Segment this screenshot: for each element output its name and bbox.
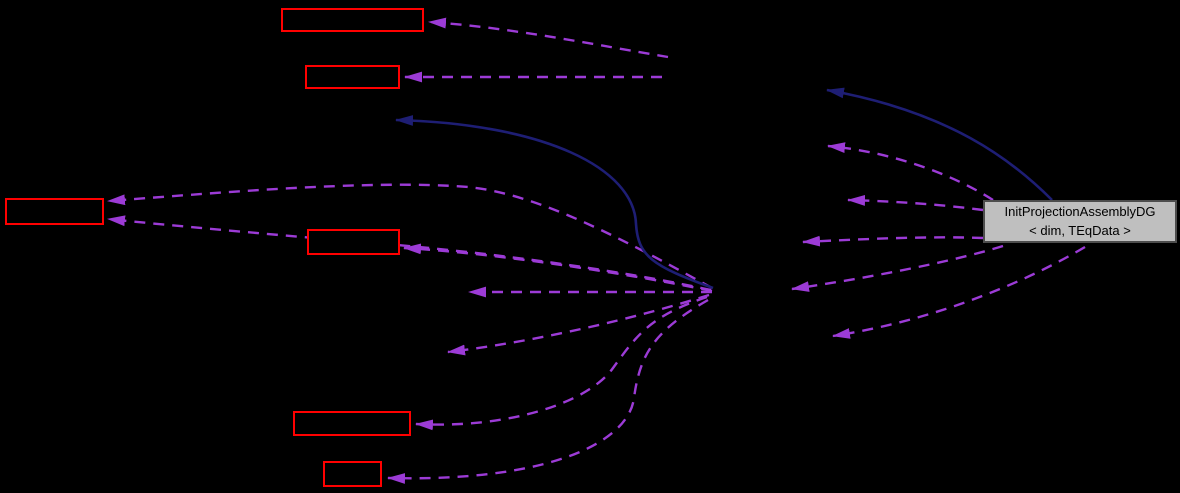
usage-edge-right-3 xyxy=(802,235,984,247)
usage-edge-hidden-node-lower xyxy=(447,293,710,356)
class-node-bottom[interactable] xyxy=(323,461,382,487)
usage-edge-bottom-box xyxy=(387,298,709,484)
usage-edge-top-box xyxy=(428,17,669,59)
usage-edge-right-1 xyxy=(827,142,994,202)
usage-edge-right-to-hub xyxy=(791,244,1004,292)
class-node-top[interactable] xyxy=(281,8,424,32)
class-node-lower[interactable] xyxy=(293,411,411,436)
inheritance-edge-right xyxy=(826,87,1053,201)
class-node-upper[interactable] xyxy=(305,65,400,89)
usage-edge-right-2 xyxy=(847,195,984,212)
usage-edge-right-5 xyxy=(832,245,1086,339)
inheritance-edge-left xyxy=(395,115,714,290)
usage-edge-middle-box xyxy=(403,243,713,293)
class-node-middle[interactable] xyxy=(307,229,400,255)
main-class-name: InitProjectionAssemblyDG xyxy=(1004,203,1156,219)
usage-edge-left-box-lower xyxy=(107,215,712,292)
main-class-template-params: < dim, TEqData > xyxy=(1029,222,1131,238)
main-class-node: InitProjectionAssemblyDG < dim, TEqData … xyxy=(983,200,1177,243)
class-node-left[interactable] xyxy=(5,198,104,225)
usage-edge-lower-box xyxy=(415,295,708,431)
usage-edge-left-box-upper xyxy=(107,183,713,290)
